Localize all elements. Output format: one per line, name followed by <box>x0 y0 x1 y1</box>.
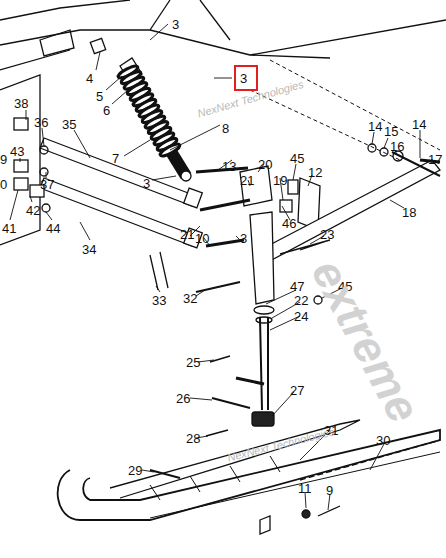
callout-number: 14 <box>368 120 382 133</box>
callout-number: 6 <box>103 104 110 117</box>
callout-number: 44 <box>46 222 60 235</box>
callout-number: 27 <box>290 384 304 397</box>
callout-number: 5 <box>96 90 103 103</box>
callout-number: 3 <box>172 18 179 31</box>
callout-number: 26 <box>176 392 190 405</box>
callout-number: 46 <box>282 217 296 230</box>
callout-number: 25 <box>186 356 200 369</box>
callout-number: 3 <box>240 232 247 245</box>
callout-number: 13 <box>222 160 236 173</box>
callout-number: 22 <box>294 294 308 307</box>
callout-number: 9 <box>326 484 333 497</box>
callout-number: 28 <box>186 432 200 445</box>
callout-number: 11 <box>298 482 312 495</box>
callout-number: 47 <box>290 280 304 293</box>
callout-number: 3 <box>240 72 247 85</box>
callout-number: 19 <box>273 174 287 187</box>
callout-number: 14 <box>412 118 426 131</box>
callout-number: 45 <box>290 152 304 165</box>
callout-number: 21 <box>240 174 254 187</box>
callout-number: 18 <box>402 206 416 219</box>
callout-number: 36 <box>34 116 48 129</box>
callout-number: 33 <box>152 294 166 307</box>
callout-number: 24 <box>294 310 308 323</box>
callout-number: 23 <box>320 228 334 241</box>
callout-number: 41 <box>2 222 16 235</box>
callout-number: 42 <box>26 204 40 217</box>
callout-number: 34 <box>82 243 96 256</box>
callout-number: 15 <box>384 125 398 138</box>
callout-number: 38 <box>14 97 28 110</box>
callout-number: 3 <box>143 177 150 190</box>
callout-number: 10 <box>195 232 209 245</box>
callout-number: 30 <box>376 434 390 447</box>
callout-number: 20 <box>258 158 272 171</box>
callout-number: 16 <box>390 140 404 153</box>
watermark: extreme <box>319 260 413 422</box>
callout-number: 9 <box>0 153 7 166</box>
callout-number: 37 <box>40 178 54 191</box>
callout-number: 43 <box>10 145 24 158</box>
callout-number: 4 <box>86 72 93 85</box>
callout-number: 12 <box>308 166 322 179</box>
callout-number: 8 <box>222 122 229 135</box>
watermark: NexNext Technologies <box>196 78 305 121</box>
callout-number: 29 <box>128 464 142 477</box>
callout-number: 0 <box>0 178 7 191</box>
callout-number: 35 <box>62 118 76 131</box>
callout-number: 21 <box>180 228 194 241</box>
callout-number: 32 <box>183 292 197 305</box>
callout-number: 17 <box>428 153 442 166</box>
callout-number: 7 <box>112 152 119 165</box>
